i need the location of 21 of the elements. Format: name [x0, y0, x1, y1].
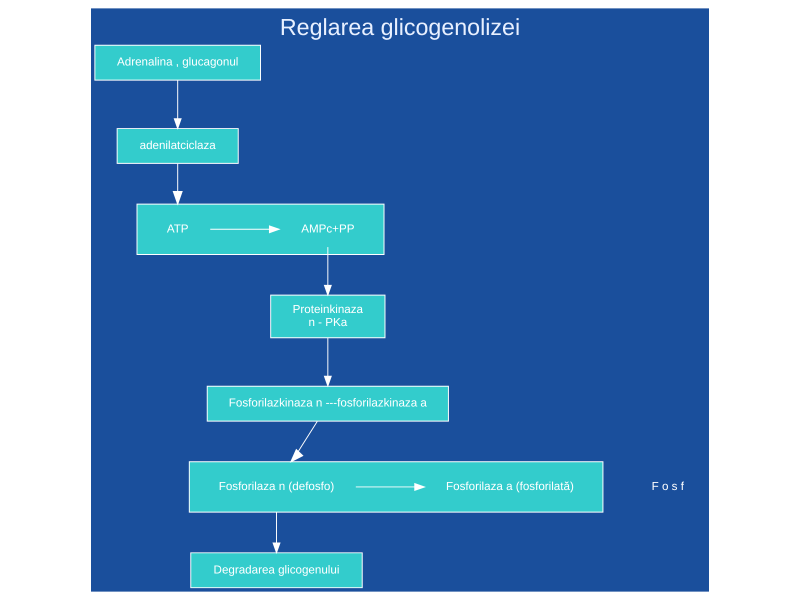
- arrow: [172, 163, 183, 206]
- arrow: [324, 338, 332, 388]
- arrow: [290, 420, 318, 463]
- arrow: [210, 225, 281, 234]
- arrow: [355, 482, 426, 492]
- diagram-title: Reglarea glicogenolizei: [280, 14, 520, 40]
- cluster: [188, 461, 604, 513]
- node-box: Proteinkinaza n - PKa: [270, 294, 386, 338]
- arrow: [272, 512, 281, 554]
- node-text: ATP: [166, 222, 189, 236]
- node-text: AMPc+PP: [301, 222, 354, 236]
- label: F o s f: [652, 480, 684, 493]
- node-box: adenilatciclaza: [116, 128, 239, 164]
- cluster: [136, 204, 384, 255]
- node-box: Adrenalina , glucagonul: [94, 44, 261, 81]
- node-box: Fosforilazkinaza n ---fosforilazkinaza a: [206, 386, 449, 422]
- arrow: [324, 246, 332, 297]
- arrow: [174, 80, 182, 130]
- node-text: Fosforilaza a (fosforilată): [446, 480, 574, 493]
- node-box: Degradarea glicogenului: [190, 552, 363, 588]
- node-text: Fosforilaza n (defosfo): [218, 480, 334, 493]
